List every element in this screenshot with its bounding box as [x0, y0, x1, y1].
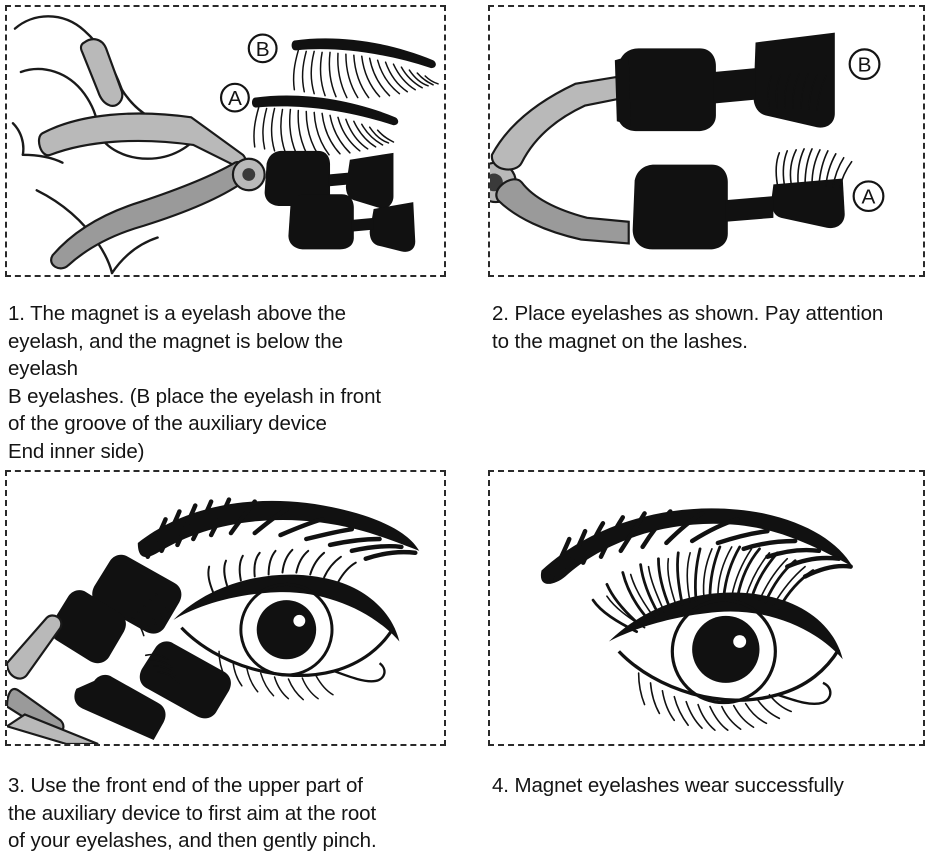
applicator-jaw-upper [614, 32, 835, 132]
lash-on-upper-jaw [131, 593, 169, 637]
illustration-step-3 [7, 497, 420, 744]
lash-hairs-b [292, 49, 439, 99]
caption-step-4: 4. Magnet eyelashes wear successfully [492, 774, 844, 797]
lash-strip-b [291, 38, 439, 99]
eye-lower-lashes [637, 672, 793, 731]
illustration-step-1: B A [11, 15, 439, 275]
caption-step-1: 1. The magnet is a eyelash above the eye… [8, 302, 381, 463]
pivot-rivet [231, 157, 266, 192]
label-a-text: A [862, 186, 876, 209]
applicator-jaw-lower [74, 641, 231, 741]
eyebrow [540, 508, 853, 584]
illustration-step-4 [540, 508, 853, 731]
lash-on-jaw-b [767, 73, 827, 112]
lash-hairs-a [253, 106, 395, 156]
label-b-circled: B [247, 33, 278, 64]
applicator-jaw-upper [264, 150, 394, 209]
panel-step-1: B A [5, 5, 446, 277]
panel-step-3 [5, 470, 446, 746]
label-b-text: B [858, 54, 872, 77]
eye [591, 545, 843, 731]
lash-on-jaw-a [775, 148, 853, 190]
lash-strip-a [251, 95, 399, 156]
caption-step-3: 3. Use the front end of the upper part o… [8, 774, 377, 852]
applicator-jaw-lower [288, 194, 416, 252]
illustration-step-2: B A [490, 32, 885, 250]
thumb-grip [79, 38, 124, 107]
eye [173, 548, 400, 701]
lash-on-lower-jaw [144, 653, 181, 684]
applicator-jaw-upper [50, 554, 182, 664]
panel-step-2: B A [488, 5, 925, 277]
label-a-text: A [228, 87, 242, 110]
applicator-jaw-lower [632, 148, 853, 250]
label-a-circled: A [852, 180, 885, 213]
panel-step-4 [488, 470, 925, 746]
magnetic-lashes-upper [591, 545, 815, 634]
label-b-circled: B [848, 48, 881, 81]
applicator-arms [37, 112, 248, 270]
applicator-arms [7, 614, 99, 744]
caption-step-2: 2. Place eyelashes as shown. Pay attenti… [492, 302, 884, 353]
label-b-text: B [256, 38, 270, 61]
label-a-circled: A [219, 82, 250, 113]
magnetic-lashes-upper-fine [606, 546, 806, 629]
eye-upper-lashes [207, 548, 357, 594]
applicator-arm-upper [490, 74, 626, 171]
applicator-arm-lower [495, 178, 630, 245]
eyebrow [137, 497, 420, 561]
